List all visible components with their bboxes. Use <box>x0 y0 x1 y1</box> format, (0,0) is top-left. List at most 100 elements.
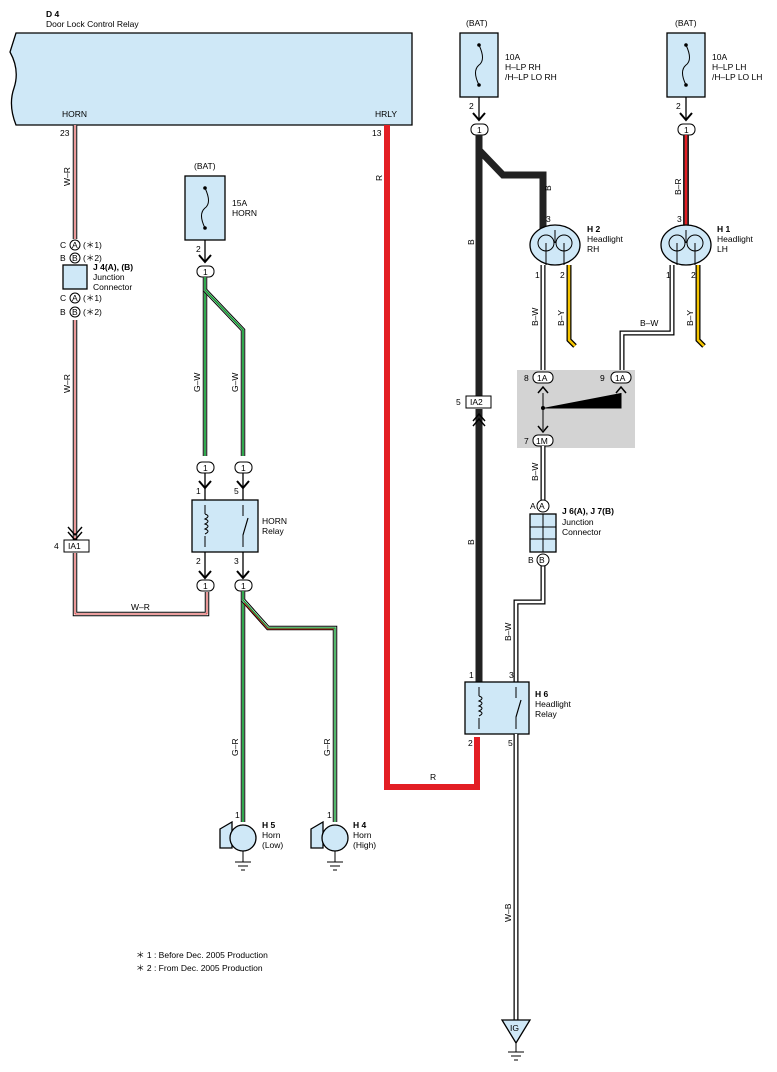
h6-p5: 5 <box>508 738 513 748</box>
note-1: ＊ 1 : Before Dec. 2005 Production <box>136 950 268 960</box>
fuse-rh-conn: 1 <box>477 125 482 135</box>
j6-a: A <box>539 501 545 511</box>
j6-b: B <box>539 555 545 565</box>
h1-p3: 3 <box>677 214 682 224</box>
j4-b-left-bottom: B <box>60 307 66 317</box>
wire-b: B B B <box>466 135 553 682</box>
j4-c-top: C <box>60 240 66 250</box>
h4-label1: Horn <box>353 830 372 840</box>
fuse-horn-conn: 1 <box>203 267 208 277</box>
fuse-rh-line2: /H–LP LO RH <box>505 72 557 82</box>
h2-label2: RH <box>587 244 599 254</box>
conn-1a-right: 1A <box>615 373 626 383</box>
bat-rh: (BAT) <box>466 18 488 28</box>
label-g-r-2: G–R <box>322 739 332 756</box>
j4-label1: Junction <box>93 272 125 282</box>
label-g-w-2: G–W <box>230 373 240 392</box>
h5-label1: Horn <box>262 830 281 840</box>
pin-13: 13 <box>372 128 382 138</box>
fuse-horn-name: HORN <box>232 208 257 218</box>
bat-lh: (BAT) <box>675 18 697 28</box>
horn-relay: 1 1 1 5 HORN Relay 2 3 1 1 <box>191 461 287 592</box>
h2-label1: Headlight <box>587 234 624 244</box>
label-b-w-low: B–W <box>503 623 513 641</box>
h6-label2: Relay <box>535 709 557 719</box>
fuse-lh-line1: H–LP LH <box>712 62 746 72</box>
j4-c-bottom: C <box>60 293 66 303</box>
conn-1a-left: 1A <box>537 373 548 383</box>
wire-b-w: B–W B–W <box>503 446 546 682</box>
horn-relay-p5: 5 <box>234 486 239 496</box>
junction-connector-j4: A C (＊1) B B (＊2) J 4(A), (B) Junction C… <box>60 239 133 318</box>
conn-1a-p9: 9 <box>600 373 605 383</box>
wire-w-b: W–B IG <box>500 734 532 1061</box>
fuse-horn: (BAT) 15A HORN 2 1 <box>184 161 257 278</box>
fuse-lh-line2: /H–LP LO LH <box>712 72 762 82</box>
j4-b-bottom: B <box>72 307 78 317</box>
label-b-upper: B <box>466 239 476 245</box>
connector-ia1: IA1 4 <box>54 526 90 553</box>
label-w-r-top: W–R <box>62 167 72 186</box>
relay-horn-label: HORN <box>62 109 87 119</box>
horn-relay-conn-1: 1 <box>203 463 208 473</box>
fuse-hlp-lh: (BAT) 10A H–LP LH /H–LP LO LH 2 1 B–R <box>666 18 762 228</box>
conn-1a-p8: 8 <box>524 373 529 383</box>
h1-label2: LH <box>717 244 728 254</box>
label-w-r-bottom: W–R <box>131 602 150 612</box>
horn-relay-p1: 1 <box>196 486 201 496</box>
h5-label2: (Low) <box>262 840 283 850</box>
label-b-r: B–R <box>673 178 683 195</box>
h5-pin: 1 <box>235 810 240 820</box>
relay-hrly-label: HRLY <box>375 109 397 119</box>
horn-relay-label1: HORN <box>262 516 287 526</box>
h1-p1: 1 <box>666 270 671 280</box>
h2-code: H 2 <box>587 224 601 234</box>
fuse-lh-conn: 1 <box>684 125 689 135</box>
note-2: ＊ 2 : From Dec. 2005 Production <box>136 963 263 973</box>
h1-code: H 1 <box>717 224 731 234</box>
wire-g-w: G–W G–W <box>192 277 246 456</box>
horn-relay-conn-3: 1 <box>203 581 208 591</box>
label-b-lower: B <box>466 539 476 545</box>
j6-b-left: B <box>528 555 534 565</box>
wire-r: R R <box>374 125 480 790</box>
junction-connector-j6: A A J 6(A), J 7(B) Junction Connector B … <box>528 499 614 567</box>
h2-p2: 2 <box>560 270 565 280</box>
j4-note2-top: (＊2) <box>83 253 102 263</box>
wire-g-r: G–R G–R <box>230 591 338 822</box>
j4-note1-top: (＊1) <box>83 240 102 250</box>
horn-relay-p2: 2 <box>196 556 201 566</box>
j4-a-bottom: A <box>72 293 78 303</box>
fuse-rh-pin: 2 <box>469 101 474 111</box>
horn-relay-p3: 3 <box>234 556 239 566</box>
label-h1-b-y: B–Y <box>685 310 695 326</box>
label-b-h2: B <box>543 185 553 191</box>
j4-b-left-top: B <box>60 253 66 263</box>
fuse-rh-line1: H–LP RH <box>505 62 541 72</box>
horn-relay-label2: Relay <box>262 526 284 536</box>
h6-p3: 3 <box>509 670 514 680</box>
j6-label1: Junction <box>562 517 594 527</box>
label-w-r-mid: W–R <box>62 374 72 393</box>
label-b-w-mid: B–W <box>530 463 540 481</box>
fuse-horn-pin: 2 <box>196 244 201 254</box>
horn-relay-conn-2: 1 <box>241 463 246 473</box>
j4-note1-bottom: (＊1) <box>83 293 102 303</box>
headlight-lh-h1: 3 H 1 Headlight LH 1 2 B–W B–Y <box>619 214 754 372</box>
conn-1m-p7: 7 <box>524 436 529 446</box>
production-notes: ＊ 1 : Before Dec. 2005 Production ＊ 2 : … <box>136 950 268 973</box>
h4-label2: (High) <box>353 840 376 850</box>
label-r-vertical: R <box>374 175 384 181</box>
j6-label2: Connector <box>562 527 601 537</box>
fuse-hlp-rh: (BAT) 10A H–LP RH /H–LP LO RH 2 1 <box>459 18 557 136</box>
relay-d4-code: D 4 <box>46 9 60 19</box>
horn-high-h4: 1 H 4 Horn (High) <box>310 810 376 871</box>
h6-label1: Headlight <box>535 699 572 709</box>
fuse-horn-rating: 15A <box>232 198 247 208</box>
label-h1-b-w: B–W <box>640 318 658 328</box>
ia1-code: IA1 <box>68 541 81 551</box>
j4-a-top: A <box>72 240 78 250</box>
relay-d4-name: Door Lock Control Relay <box>46 19 139 29</box>
label-g-r-1: G–R <box>230 739 240 756</box>
